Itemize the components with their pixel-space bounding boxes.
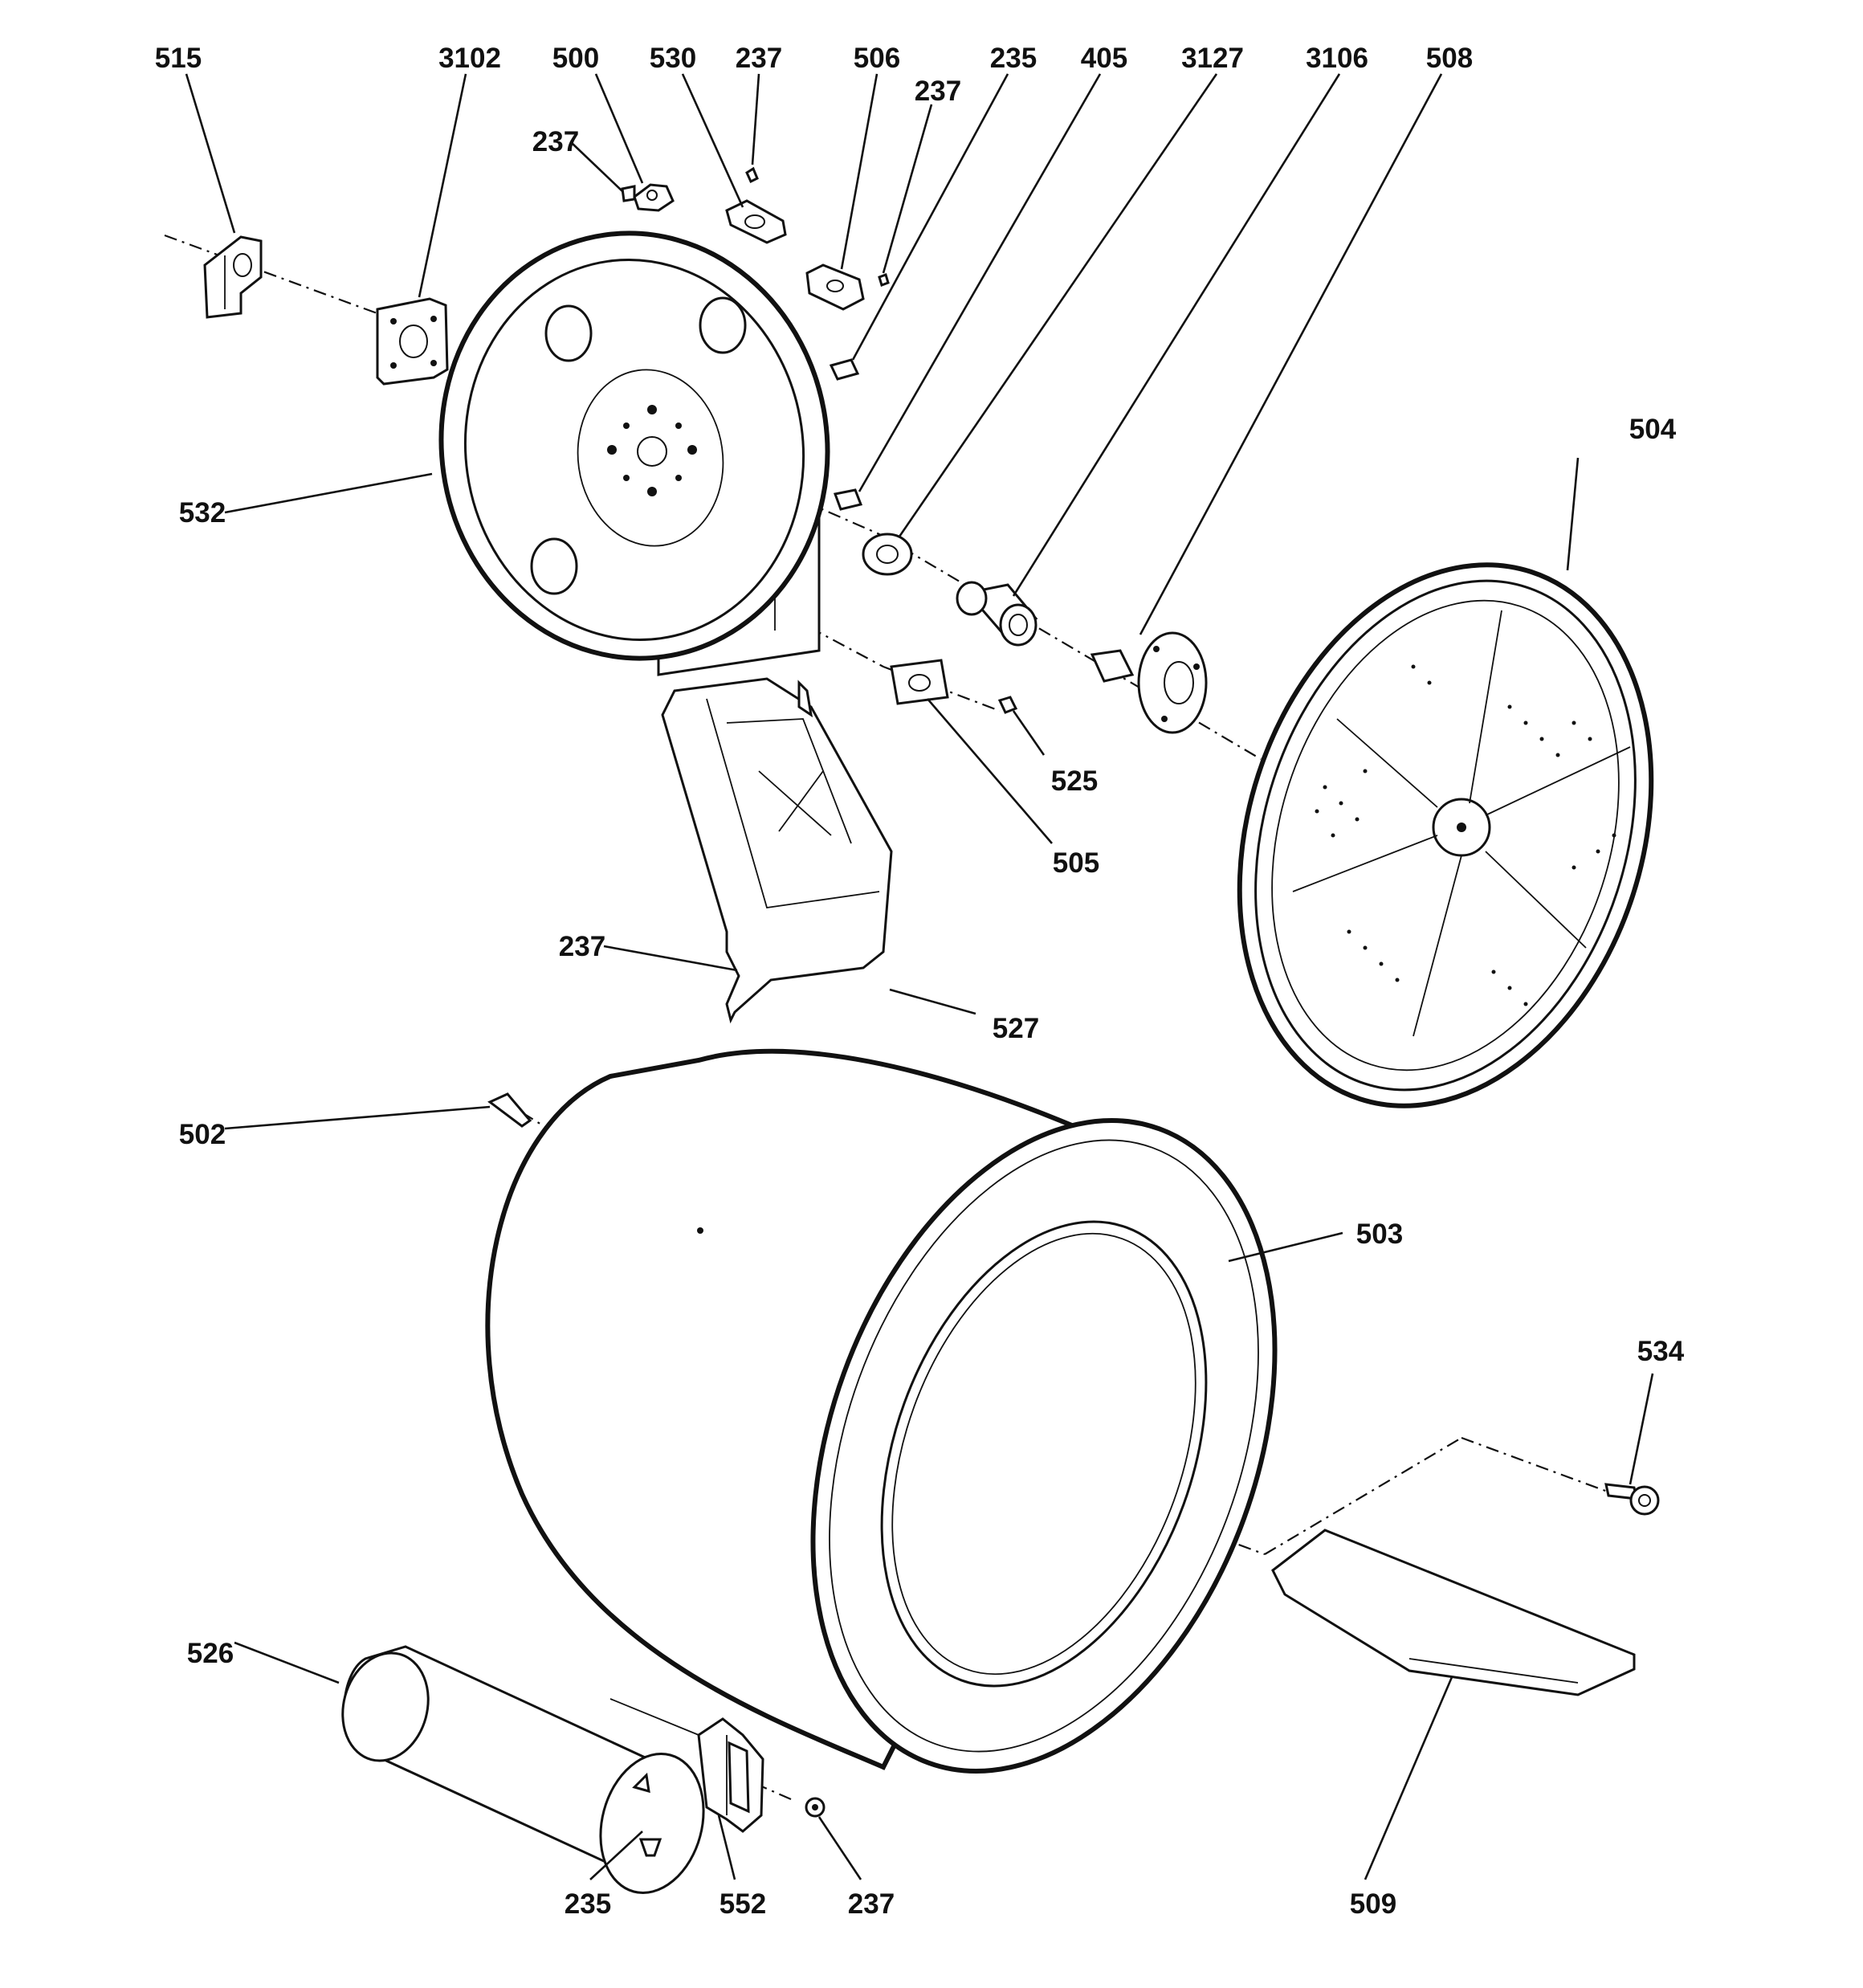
part-509-baffle — [1271, 1529, 1636, 1696]
callout-505: 505 — [1053, 847, 1099, 879]
callout-508: 508 — [1426, 43, 1473, 74]
screws-top — [621, 166, 1018, 714]
callout-237-duct: 237 — [559, 931, 605, 962]
callout-237-mid: 237 — [915, 76, 961, 107]
callout-502: 502 — [179, 1119, 226, 1150]
callout-labels: 515 3102 500 530 237 506 235 405 3127 31… — [155, 43, 1685, 1920]
callout-3106: 3106 — [1306, 43, 1368, 74]
part-500-thermostat — [633, 183, 675, 212]
part-506-thermostat — [805, 263, 865, 311]
callout-527: 527 — [993, 1013, 1039, 1044]
callout-235-bottom: 235 — [565, 1888, 611, 1920]
callout-525: 525 — [1051, 765, 1098, 797]
callout-504: 504 — [1629, 414, 1677, 445]
callout-506: 506 — [854, 43, 900, 74]
part-505-pad — [890, 659, 949, 705]
part-504-drum-rear — [1237, 562, 1654, 1108]
callout-526: 526 — [187, 1638, 234, 1669]
part-552-bracket — [609, 1698, 764, 1833]
callout-534: 534 — [1637, 1336, 1685, 1367]
callout-235-top: 235 — [990, 43, 1037, 74]
part-237-bottom-screw — [805, 1797, 826, 1818]
leader-lines — [185, 73, 1654, 1880]
part-502-screw — [487, 1092, 532, 1128]
callout-405: 405 — [1081, 43, 1127, 74]
callout-500: 500 — [552, 43, 599, 74]
callout-509: 509 — [1350, 1888, 1396, 1920]
part-515-bracket — [203, 235, 263, 319]
callout-530: 530 — [650, 43, 696, 74]
callout-3102: 3102 — [438, 43, 501, 74]
part-526-heater — [341, 1645, 705, 1895]
callout-237-left: 237 — [532, 126, 579, 157]
part-530-gasket — [725, 199, 787, 244]
part-527-duct — [661, 677, 893, 1024]
part-3127-bearing — [956, 581, 1038, 647]
callout-3127: 3127 — [1181, 43, 1244, 74]
callout-237-bottom: 237 — [848, 1888, 895, 1920]
callout-237-top: 237 — [736, 43, 782, 74]
callout-532: 532 — [179, 497, 226, 529]
part-3106-shaft-hub — [1090, 631, 1208, 734]
part-534-screw — [1604, 1483, 1660, 1516]
part-503-drum — [485, 1048, 1278, 1774]
part-3102-plate — [376, 297, 449, 386]
part-532-rear-bulkhead — [438, 231, 830, 676]
callout-552: 552 — [720, 1888, 766, 1920]
callout-503: 503 — [1356, 1219, 1403, 1250]
part-405-washer — [862, 533, 913, 576]
callout-515: 515 — [155, 43, 202, 74]
